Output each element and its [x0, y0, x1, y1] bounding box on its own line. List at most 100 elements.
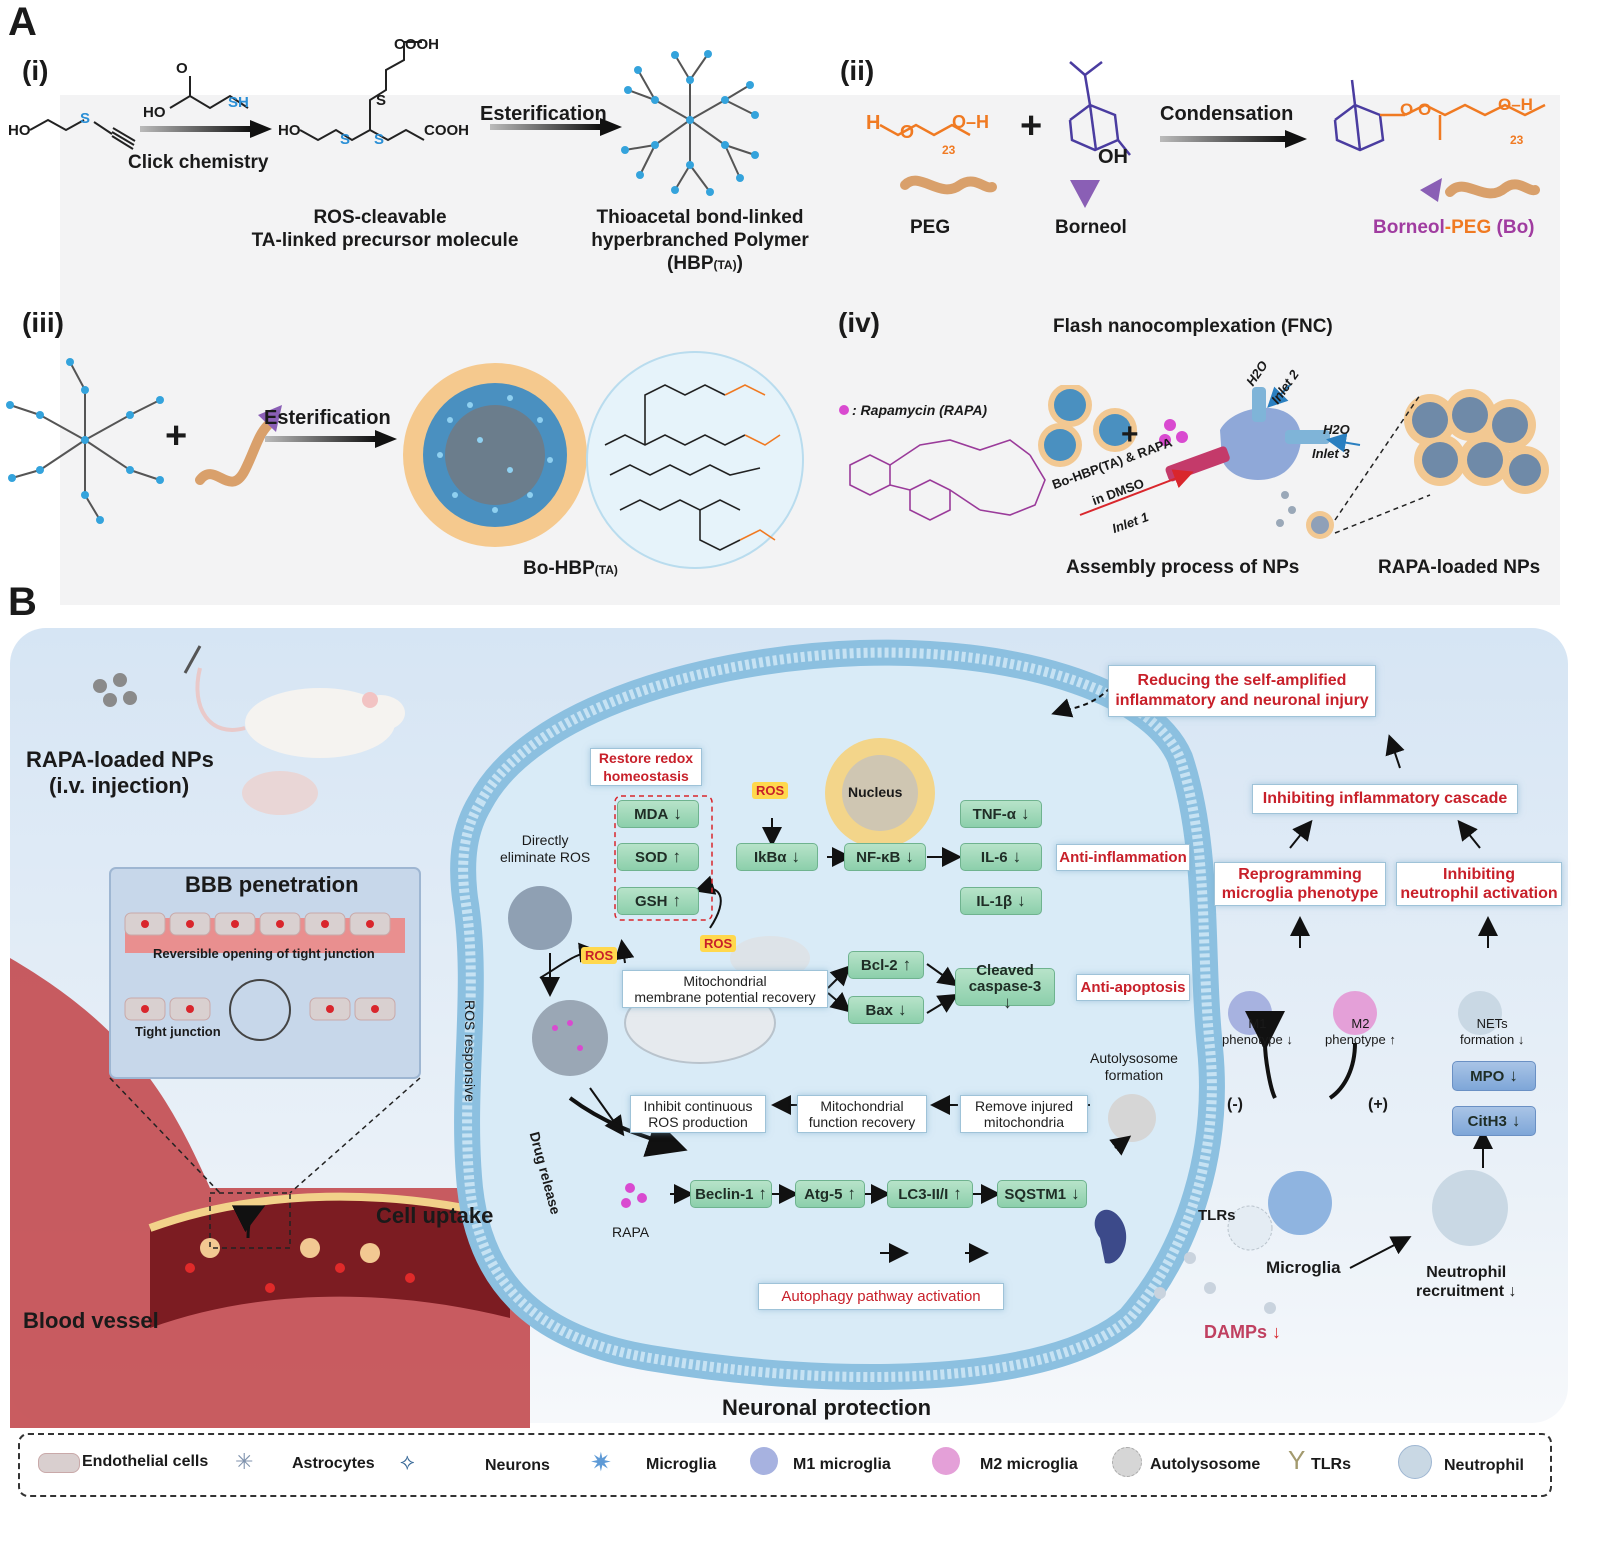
precursor-caption-1: ROS-cleavable [313, 207, 447, 228]
minus-label: (-) [1227, 1096, 1243, 1113]
atg5-box: Atg-5 [795, 1180, 865, 1208]
m2-microglia-icon [932, 1447, 960, 1475]
autolysosome-icon [1112, 1447, 1142, 1477]
legend-autolysosome: Autolysosome [1150, 1456, 1261, 1473]
precursor-s3: S [376, 92, 387, 109]
sulfur-atom: S [80, 110, 91, 127]
bo-hbp-label-main: Bo-HBP [523, 558, 595, 579]
reducing-line-2: inflammatory and neuronal injury [1115, 692, 1369, 709]
rapa-legend: : Rapamycin (RAPA) [852, 402, 988, 418]
borneol-label: Borneol [1055, 217, 1127, 238]
plus-label: (+) [1368, 1096, 1388, 1113]
caspase-line-1: Cleaved [976, 962, 1034, 979]
damps-label: DAMPs ↓ [1204, 1322, 1282, 1342]
borneol-peg-label-bo: (Bo) [1496, 217, 1535, 238]
nucleus-label: Nucleus [848, 784, 903, 800]
polymer-caption-3-main: (HBP [667, 253, 714, 274]
borneol-peg-label-borneol: Borneol [1373, 217, 1445, 238]
reducing-line-1: Reducing the self-amplified [1137, 672, 1347, 689]
anti-inflammation-box: Anti-inflammation [1056, 844, 1190, 871]
section-iii-illustration [6, 351, 804, 569]
injection-line-1: RAPA-loaded NPs [26, 747, 214, 772]
remove-mito-line-2: mitochondria [983, 1114, 1065, 1130]
microglia-icon: ✷ [590, 1447, 612, 1477]
polymer-caption-3: (HBP(TA)) [650, 253, 760, 275]
neuronal-protection-label: Neuronal protection [722, 1395, 932, 1420]
inhibit-ros-line-1: Inhibit continuous [643, 1098, 753, 1114]
reducing-box: Reducing the self-amplified inflammatory … [1108, 665, 1376, 717]
mpa-o: O [176, 60, 188, 77]
caspase-line-2: caspase-3 [968, 978, 1042, 995]
peg-h: H [866, 112, 881, 134]
mpa-sh: SH [228, 94, 249, 111]
nets-line-2: formation [1460, 1032, 1515, 1047]
product-repeat: 23 [1510, 133, 1524, 147]
assembly-caption: Assembly process of NPs [1066, 557, 1300, 578]
section-iv-illustration [839, 385, 1549, 539]
precursor-cooh-top: COOH [394, 36, 439, 53]
restore-redox-box: Restore redox homeostasis [590, 748, 702, 786]
product-o-ester: O O [1400, 100, 1432, 119]
reprogramming-line-2: microglia phenotype [1221, 885, 1379, 902]
m1-line-2: phenotype [1222, 1032, 1283, 1047]
nets-line-1: NETs [1476, 1016, 1508, 1031]
fnc-title: Flash nanocomplexation (FNC) [1053, 316, 1333, 337]
cith3-box: CitH3 [1452, 1106, 1536, 1136]
legend-neurons: Neurons [485, 1457, 550, 1474]
bcl2-box: Bcl-2 [848, 951, 924, 979]
esterification-label-2: Esterification [264, 407, 391, 429]
damps-text: DAMPs [1204, 1322, 1268, 1342]
section-ii-chemistry [879, 61, 1546, 208]
peg-o1: O [900, 122, 915, 142]
beclin-box: Beclin-1 [690, 1180, 772, 1208]
restore-redox-line-1: Restore redox [598, 750, 694, 766]
loaded-nps-caption: RAPA-loaded NPs [1378, 557, 1541, 578]
section-iv-number: (iv) [838, 307, 880, 338]
peg-repeat: 23 [942, 143, 956, 157]
precursor-caption-2: TA-linked precursor molecule [251, 230, 519, 251]
injection-line-2: (i.v. injection) [49, 773, 190, 798]
il6-box: IL-6 [960, 843, 1042, 871]
legend-endothelial: Endothelial cells [82, 1453, 209, 1470]
section-iii-number: (iii) [22, 307, 64, 338]
peg-oh: O–H [952, 112, 990, 132]
section-i-number: (i) [22, 55, 49, 86]
directly-line-1: Directly [521, 832, 569, 848]
precursor-ho: HO [278, 122, 301, 139]
inlet3-water: H2O [1323, 422, 1350, 437]
bo-hbp-label-sub: (TA) [594, 563, 618, 577]
esterification-label-1: Esterification [480, 103, 607, 125]
blood-vessel-label: Blood vessel [23, 1308, 159, 1333]
precursor-cooh-right: COOH [424, 122, 469, 139]
restore-redox-line-2: homeostasis [603, 768, 689, 784]
borneol-oh: OH [1098, 146, 1128, 168]
gsh-box: GSH [617, 887, 699, 915]
m1-line-1: M1 [1248, 1016, 1267, 1031]
mpa-ho: HO [143, 104, 166, 121]
section-ii-number: (ii) [840, 55, 875, 86]
tlrs-label: TLRs [1198, 1207, 1236, 1224]
bax-box: Bax [848, 996, 924, 1024]
mito-function-line-2: function recovery [808, 1114, 916, 1130]
sqstm1-box: SQSTM1 [997, 1180, 1087, 1208]
legend-neutrophil: Neutrophil [1444, 1457, 1524, 1474]
m2-line-1: M2 [1351, 1016, 1370, 1031]
mito-membrane-line-1: Mitochondrial [683, 973, 767, 989]
sod-box: SOD [617, 843, 699, 871]
m1-microglia-icon [750, 1447, 778, 1475]
polymer-caption-1: Thioacetal bond-linked [596, 207, 804, 228]
panel-b-letter: B [8, 580, 37, 624]
autophagy-box: Autophagy pathway activation [758, 1283, 1004, 1310]
condensation-label: Condensation [1160, 103, 1294, 125]
microglia-label: Microglia [1266, 1258, 1341, 1277]
panel-a-letter: A [8, 0, 37, 44]
